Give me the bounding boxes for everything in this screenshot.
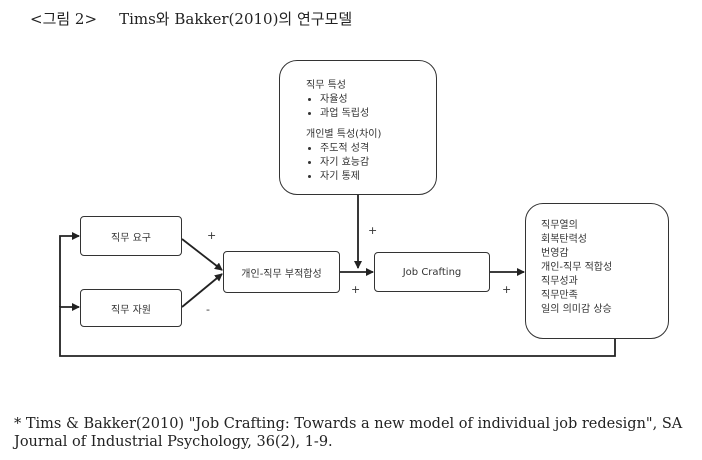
sign-crafting-to-outcomes: + <box>502 283 512 296</box>
outcome-item: 직무열의 <box>541 220 578 231</box>
arrow-resources-to-fit <box>181 273 223 308</box>
job-resources-box: 직무 자원 <box>80 289 182 327</box>
outcome-item: 개인-직무 적합성 <box>541 262 613 273</box>
list-item: 과업 독립성 <box>320 107 436 121</box>
person-job-fit-label: 개인-직무 부적합성 <box>241 268 322 280</box>
list-item: 주도적 성격 <box>320 142 436 156</box>
job-resources-label: 직무 자원 <box>111 304 151 316</box>
outcome-item: 직무성과 <box>541 276 578 287</box>
job-demands-box: 직무 요구 <box>80 216 182 256</box>
list-item: 자기 효능감 <box>320 156 436 170</box>
moderators-box: 직무 특성 자율성 과업 독립성 개인별 특성(차이) 주도적 성격 자기 효능… <box>279 60 437 195</box>
outcome-item: 일의 의미감 상승 <box>541 304 612 315</box>
outcomes-box: 직무열의 회복탄력성 번영감 개인-직무 적합성 직무성과 직무만족 일의 의미… <box>525 203 669 339</box>
arrow-demands-to-fit <box>181 238 223 271</box>
sign-moderator: + <box>368 224 378 237</box>
figure-caption: <그림 2> Tims와 Bakker(2010)의 연구모델 <box>30 8 352 29</box>
list-item: 자기 통제 <box>320 170 436 184</box>
outcome-item: 번영감 <box>541 248 569 259</box>
sign-demands: + <box>207 229 217 242</box>
sign-resources: - <box>206 303 210 316</box>
job-crafting-label: Job Crafting <box>402 266 462 278</box>
reference-footnote: * Tims & Bakker(2010) "Job Crafting: Tow… <box>14 416 683 450</box>
job-crafting-box: Job Crafting <box>374 252 490 292</box>
feedback-loop-line <box>59 303 616 357</box>
individual-differences-list: 주도적 성격 자기 효능감 자기 통제 <box>306 142 436 184</box>
job-demands-label: 직무 요구 <box>111 232 151 244</box>
outcome-item: 직무만족 <box>541 290 578 301</box>
feedback-loop-to-demands <box>59 232 80 307</box>
list-item: 자율성 <box>320 93 436 107</box>
figure-label: <그림 2> <box>30 10 98 28</box>
individual-differences-heading: 개인별 특성(차이) <box>306 129 382 140</box>
job-characteristics-heading: 직무 특성 <box>306 80 346 91</box>
job-characteristics-list: 자율성 과업 독립성 <box>306 93 436 121</box>
outcome-item: 회복탄력성 <box>541 234 587 245</box>
sign-fit-to-crafting: + <box>351 283 361 296</box>
person-job-fit-box: 개인-직무 부적합성 <box>223 251 340 293</box>
figure-title: Tims와 Bakker(2010)의 연구모델 <box>119 10 353 28</box>
